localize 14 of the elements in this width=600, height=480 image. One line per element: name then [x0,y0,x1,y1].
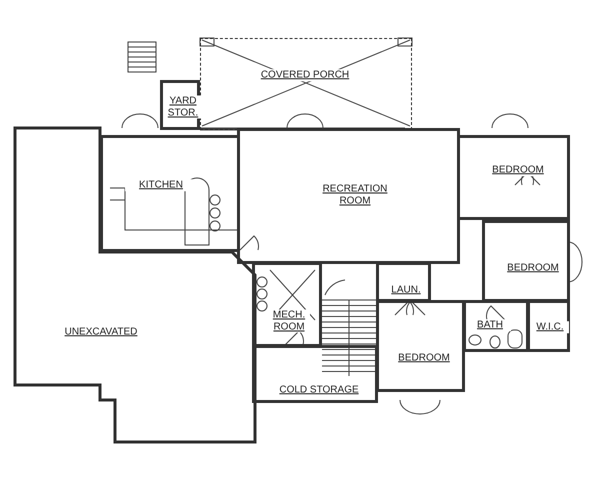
room [237,128,460,264]
room [376,262,431,302]
room [252,262,322,347]
room [527,300,570,352]
room [160,80,200,130]
room-label: KITCHEN [125,179,197,191]
room [457,135,570,220]
room [463,300,529,352]
room [376,300,465,392]
room [482,220,570,302]
room [15,128,255,442]
room [252,345,378,403]
room-label: MECH. ROOM [268,310,310,332]
room [100,135,240,252]
